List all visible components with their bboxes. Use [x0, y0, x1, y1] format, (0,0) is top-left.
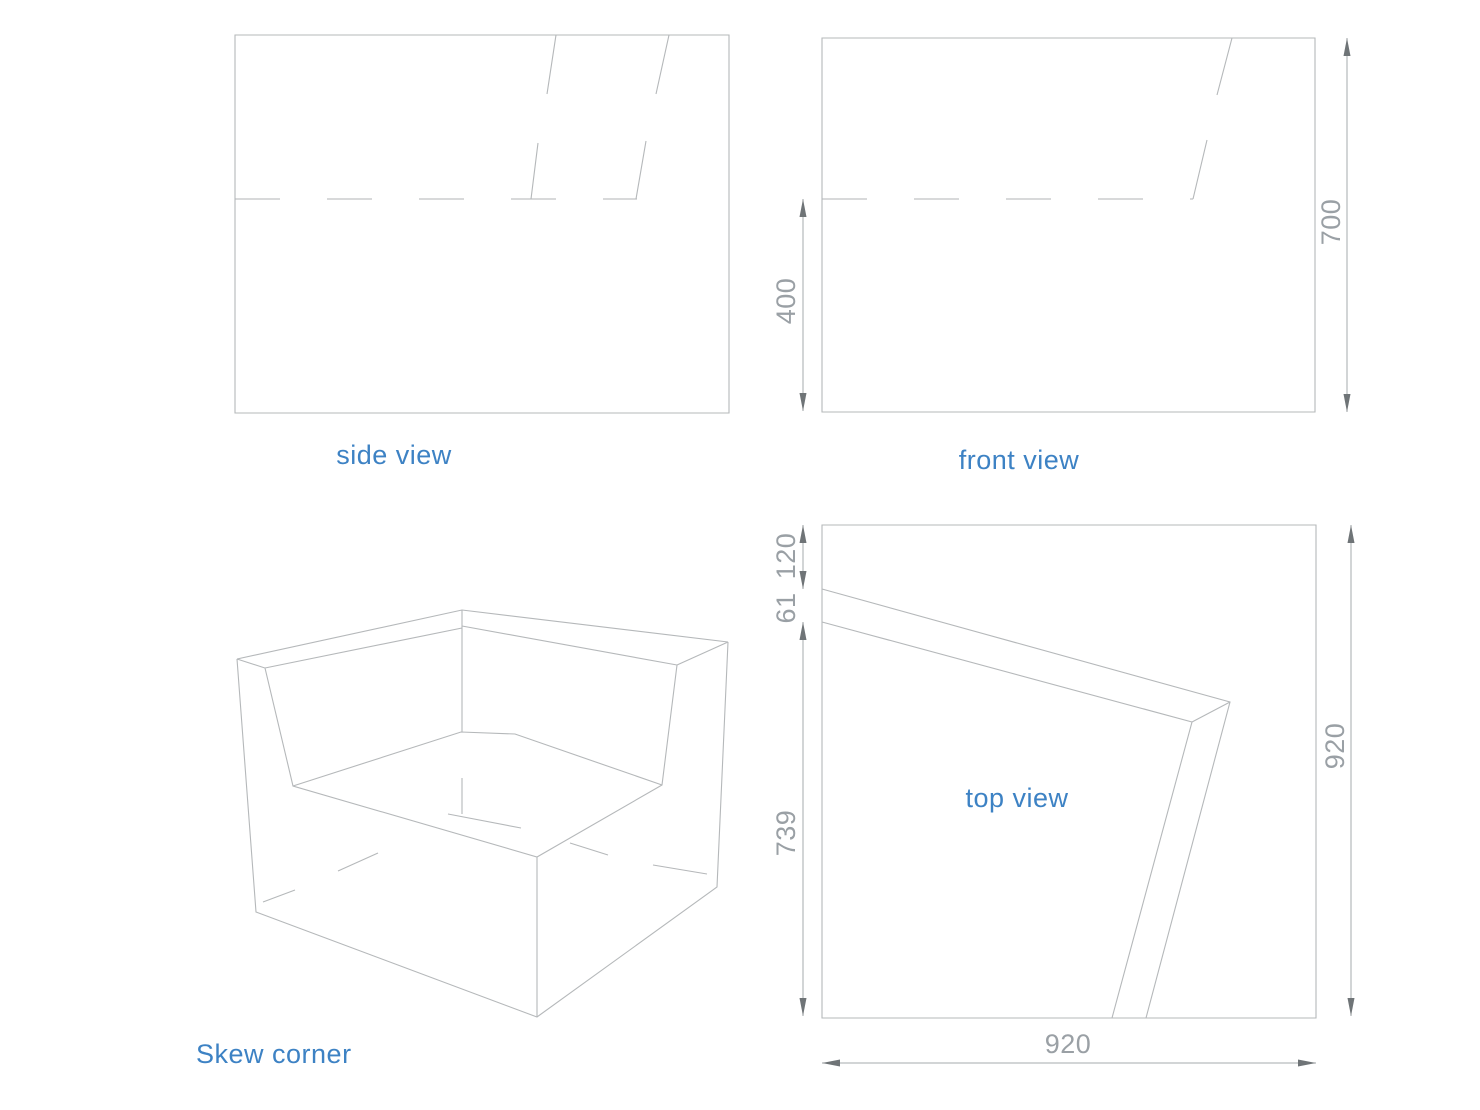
- dim-back-offset-value: 120: [771, 533, 801, 580]
- arrowhead-up-icon: [799, 199, 807, 217]
- dim-seat-depth: 739: [771, 622, 807, 1016]
- dim-overall-depth: 920: [1320, 525, 1355, 1016]
- dim-seat-height-value: 400: [771, 278, 801, 325]
- dim-overall-width-value: 920: [1045, 1029, 1092, 1059]
- dim-overall-width: 920: [822, 1029, 1316, 1067]
- dim-back-thickness-value: 61: [771, 592, 801, 623]
- perspective-view-label: Skew corner: [196, 1039, 352, 1069]
- arrowhead-up-icon: [799, 525, 807, 543]
- arrowhead-down-icon: [799, 571, 807, 589]
- arrowhead-up-icon: [1343, 38, 1351, 56]
- front-view-label: front view: [959, 445, 1080, 475]
- arrowhead-down-icon: [1343, 394, 1351, 412]
- front-view-outline: [821, 37, 1316, 413]
- top-view: top view 120 61 739 920 920: [771, 524, 1355, 1067]
- front-view-backrest-edge: [1192, 37, 1233, 200]
- side-view-outline: [234, 34, 730, 414]
- iso-hidden-seam-dashes: [262, 842, 708, 903]
- arrowhead-down-icon: [799, 998, 807, 1016]
- top-view-label: top view: [965, 783, 1068, 813]
- dim-seat-height: 400: [771, 199, 807, 411]
- side-view: side view: [234, 34, 730, 470]
- top-view-backrest-band: [821, 588, 1231, 1019]
- arrowhead-down-icon: [1347, 998, 1355, 1016]
- top-view-outline: [821, 524, 1317, 1019]
- iso-wireframe: [236, 609, 729, 1018]
- arrowhead-left-icon: [822, 1059, 840, 1067]
- perspective-view: Skew corner: [196, 609, 729, 1069]
- side-view-backrest-edges: [530, 34, 670, 200]
- dim-back-offset: 120: [771, 525, 807, 589]
- front-view: front view 400 700: [771, 37, 1351, 475]
- dim-overall-depth-value: 920: [1320, 723, 1350, 770]
- side-view-label: side view: [336, 440, 452, 470]
- arrowhead-down-icon: [799, 393, 807, 411]
- arrowhead-up-icon: [1347, 525, 1355, 543]
- dim-seat-depth-value: 739: [771, 810, 801, 857]
- arrowhead-right-icon: [1298, 1059, 1316, 1067]
- arrowhead-up-icon: [799, 622, 807, 640]
- dim-overall-height-value: 700: [1316, 199, 1346, 246]
- dim-overall-height: 700: [1316, 38, 1351, 412]
